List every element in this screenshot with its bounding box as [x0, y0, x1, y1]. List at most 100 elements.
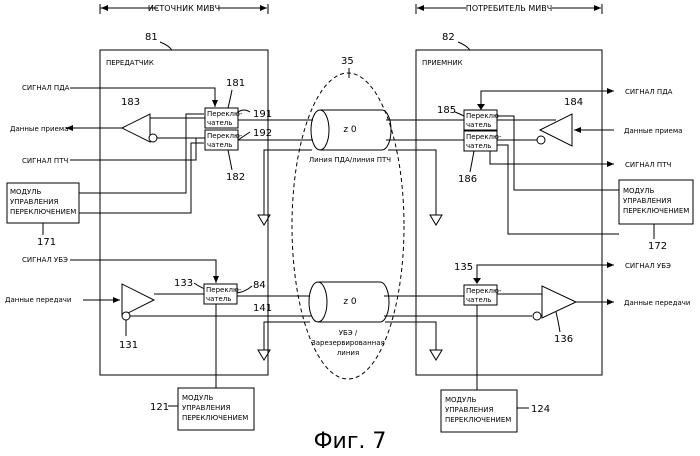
buffer-136	[542, 286, 576, 318]
cm172-line1: МОДУЛЬ	[623, 187, 655, 195]
ref-191: 191	[253, 109, 272, 120]
cm121-line3: ПЕРЕКЛЮЧЕНИЕМ	[182, 414, 248, 422]
ref-186: 186	[458, 174, 477, 185]
src-ube-label: СИГНАЛ УБЭ	[22, 256, 68, 264]
cm172-line2: УПРАВЛЕНИЯ	[623, 197, 672, 205]
sink-upper-ground-line	[388, 150, 436, 215]
switch-181-label-2: чатель	[207, 119, 232, 127]
switch-185-label-2: чатель	[466, 121, 491, 129]
cm171-ctrl-b	[79, 143, 204, 213]
upper-z0: z 0	[343, 125, 357, 135]
sink-ube-line	[477, 265, 614, 283]
transmitter-label: ПЕРЕДАТЧИК	[106, 59, 154, 67]
cm171-line1: МОДУЛЬ	[10, 188, 42, 196]
source-header: ИСТОЧНИК МИВЧ	[148, 4, 220, 13]
ref-133: 133	[174, 278, 193, 289]
leader-185	[455, 112, 464, 116]
cm172-line3: ПЕРЕКЛЮЧЕНИЕМ	[623, 207, 689, 215]
sink-lower-ground	[430, 350, 442, 360]
sink-pda-line	[481, 91, 614, 109]
src-pda-label: СИГНАЛ ПДА	[22, 84, 70, 92]
lower-cable-label-2: Зарезервированная	[311, 339, 384, 347]
cm124-line2: УПРАВЛЕНИЯ	[445, 406, 494, 414]
ref-184: 184	[564, 97, 583, 108]
src-lower-ground-line	[264, 322, 310, 350]
ref-84: 84	[253, 280, 266, 291]
sink-tx-data-label: Данные передачи	[624, 299, 690, 307]
sink-lower-ground-line	[385, 322, 436, 350]
cm124-line1: МОДУЛЬ	[445, 396, 477, 404]
switch-186-label-2: чатель	[466, 142, 491, 150]
switch-185-label-1: Переклю-	[466, 112, 502, 120]
lower-coax-left-end	[309, 282, 327, 322]
switch-181-label-1: Переклю-	[207, 110, 243, 118]
buffer-183-inversion	[149, 134, 157, 142]
switch-133-label-2: чатель	[206, 295, 231, 303]
sink-upper-ground	[430, 215, 442, 225]
figure-caption: Фиг. 7	[314, 429, 387, 454]
ref-183: 183	[121, 97, 140, 108]
switch-135-label-2: чатель	[466, 296, 491, 304]
cm121-line1: МОДУЛЬ	[182, 394, 214, 402]
cm121-line2: УПРАВЛЕНИЯ	[182, 404, 231, 412]
buffer-131	[122, 284, 154, 316]
src-ptch-label: СИГНАЛ ПТЧ	[22, 157, 68, 165]
leader-81	[160, 42, 172, 50]
ref-192: 192	[253, 128, 272, 139]
sink-ptch-line	[490, 151, 614, 164]
switch-133-label-1: Переклю-	[206, 286, 242, 294]
lower-cable-label-3: линия	[337, 349, 359, 357]
ref-185: 185	[437, 105, 456, 116]
leader-186	[470, 151, 474, 172]
sink-pda-label: СИГНАЛ ПДА	[625, 88, 673, 96]
upper-coax-right-end	[382, 110, 391, 150]
buffer-184-inversion	[537, 136, 545, 144]
ref-141: 141	[253, 303, 272, 314]
sink-ube-label: СИГНАЛ УБЭ	[625, 262, 671, 270]
sink-rx-data-label: Данные приема	[624, 127, 682, 135]
ref-181: 181	[226, 78, 245, 89]
ref-171: 171	[37, 237, 56, 248]
switch-182-label-2: чатель	[207, 141, 232, 149]
switch-186-label-1: Переклю-	[466, 133, 502, 141]
sink-header: ПОТРЕБИТЕЛЬ МИВЧ	[466, 4, 552, 13]
switch-135-label-1: Переклю-	[466, 287, 502, 295]
ref-172: 172	[648, 241, 667, 252]
upper-cable-label: Линия ПДА/линия ПТЧ	[309, 156, 391, 164]
leader-136	[556, 312, 560, 332]
src-upper-ground-line	[264, 150, 312, 215]
ref-135: 135	[454, 262, 473, 273]
leader-182	[228, 150, 232, 170]
switch-182-label-1: Переклю-	[207, 132, 243, 140]
buffer-183	[122, 114, 150, 142]
leader-82	[458, 42, 470, 50]
ref-81: 81	[145, 32, 158, 43]
ref-121: 121	[150, 402, 169, 413]
src-ptch-line	[70, 138, 204, 160]
ref-124: 124	[531, 404, 550, 415]
lower-z0: z 0	[343, 297, 357, 307]
lower-cable-label-1: УБЭ /	[339, 329, 358, 337]
src-tx-data-label: Данные передачи	[5, 296, 71, 304]
sink-pda-arrowhead	[477, 104, 485, 110]
leader-181	[228, 90, 232, 108]
receiver-label: ПРИЕМНИК	[422, 59, 463, 67]
upper-coax-left-end	[311, 110, 329, 150]
ref-82: 82	[442, 32, 455, 43]
ref-182: 182	[226, 172, 245, 183]
ref-35: 35	[341, 56, 354, 67]
sink-ptch-label: СИГНАЛ ПТЧ	[625, 161, 671, 169]
sink-ube-arrowhead	[473, 278, 481, 284]
src-ube-line	[70, 260, 216, 283]
cm171-line2: УПРАВЛЕНИЯ	[10, 198, 59, 206]
src-pda-line	[70, 88, 215, 107]
buffer-136-inversion	[533, 312, 541, 320]
leader-133	[194, 283, 205, 289]
cm171-line3: ПЕРЕКЛЮЧЕНИЕМ	[10, 208, 76, 216]
buffer-131-inversion	[122, 312, 130, 320]
ref-131: 131	[119, 340, 138, 351]
ref-136: 136	[554, 334, 573, 345]
src-rx-data-label: Данные приема	[10, 125, 68, 133]
cm124-line3: ПЕРЕКЛЮЧЕНИЕМ	[445, 416, 511, 424]
